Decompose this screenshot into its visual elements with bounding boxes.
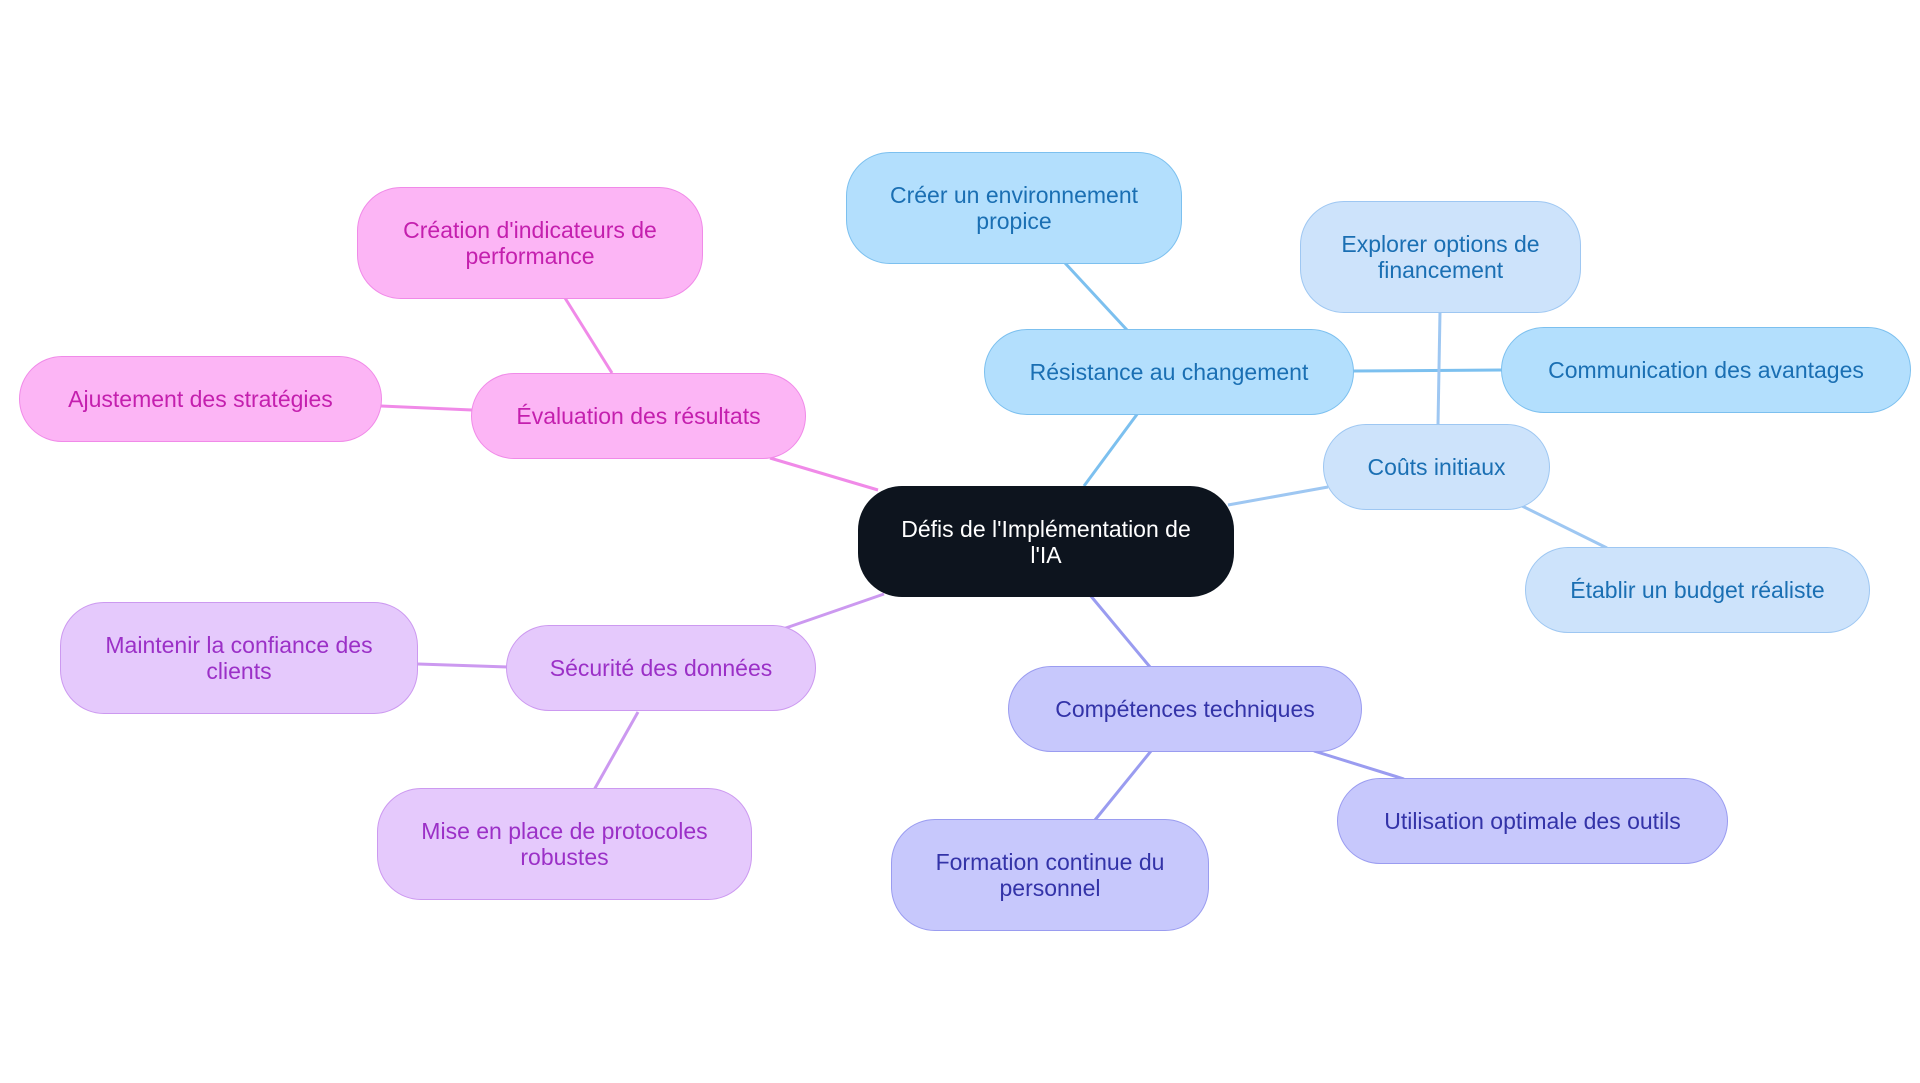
edge-resistance-env bbox=[1063, 261, 1129, 332]
root-label: Défis de l'Implémentation de l'IA bbox=[901, 515, 1191, 568]
branch-resistance[interactable]: Résistance au changement bbox=[984, 329, 1354, 415]
leaf-communication[interactable]: Communication des avantages bbox=[1501, 327, 1911, 413]
leaf-environnement[interactable]: Créer un environnement propice bbox=[846, 152, 1182, 264]
branch-evaluation[interactable]: Évaluation des résultats bbox=[471, 373, 806, 459]
leaf-ajustement[interactable]: Ajustement des stratégies bbox=[19, 356, 382, 442]
leaf-outils-label: Utilisation optimale des outils bbox=[1384, 808, 1681, 834]
edge-evaluation-indicateurs bbox=[563, 297, 614, 374]
leaf-financement-label: Explorer options de financement bbox=[1341, 231, 1540, 283]
branch-securite-label: Sécurité des données bbox=[549, 655, 773, 681]
leaf-protocoles-label: Mise en place de protocoles robustes bbox=[421, 818, 708, 870]
edge-couts-budget bbox=[1519, 503, 1608, 550]
leaf-communication-label: Communication des avantages bbox=[1548, 357, 1864, 383]
leaf-financement[interactable]: Explorer options de financement bbox=[1300, 201, 1581, 313]
leaf-outils[interactable]: Utilisation optimale des outils bbox=[1337, 778, 1728, 864]
edge-root-resistance bbox=[1082, 412, 1140, 487]
leaf-formation-label: Formation continue du personnel bbox=[935, 849, 1165, 901]
edge-couts-financement bbox=[1436, 311, 1442, 426]
leaf-ajustement-label: Ajustement des stratégies bbox=[68, 386, 333, 412]
edge-root-competences bbox=[1088, 594, 1152, 668]
branch-resistance-label: Résistance au changement bbox=[1029, 359, 1309, 385]
leaf-indicateurs-label: Création d'indicateurs de performance bbox=[403, 217, 657, 269]
edge-securite-protocoles bbox=[592, 711, 640, 791]
edge-root-securite bbox=[779, 592, 885, 632]
edge-competences-formation bbox=[1093, 750, 1153, 821]
leaf-budget[interactable]: Établir un budget réaliste bbox=[1525, 547, 1870, 633]
edge-root-couts bbox=[1227, 485, 1329, 507]
branch-evaluation-label: Évaluation des résultats bbox=[516, 403, 761, 429]
branch-competences[interactable]: Compétences techniques bbox=[1008, 666, 1362, 752]
edge-resistance-comm bbox=[1351, 368, 1503, 373]
branch-competences-label: Compétences techniques bbox=[1055, 696, 1315, 722]
branch-securite[interactable]: Sécurité des données bbox=[506, 625, 816, 711]
leaf-indicateurs[interactable]: Création d'indicateurs de performance bbox=[357, 187, 703, 299]
leaf-confiance[interactable]: Maintenir la confiance des clients bbox=[60, 602, 418, 714]
leaf-protocoles[interactable]: Mise en place de protocoles robustes bbox=[377, 788, 752, 900]
leaf-formation[interactable]: Formation continue du personnel bbox=[891, 819, 1209, 931]
edge-root-evaluation bbox=[769, 456, 879, 492]
leaf-budget-label: Établir un budget réaliste bbox=[1570, 577, 1825, 603]
edge-competences-outils bbox=[1313, 749, 1405, 781]
branch-couts[interactable]: Coûts initiaux bbox=[1323, 424, 1550, 510]
branch-couts-label: Coûts initiaux bbox=[1367, 454, 1506, 480]
root-node[interactable]: Défis de l'Implémentation de l'IA bbox=[858, 486, 1234, 597]
leaf-confiance-label: Maintenir la confiance des clients bbox=[105, 632, 373, 684]
leaf-environnement-label: Créer un environnement propice bbox=[889, 182, 1139, 234]
edge-securite-confiance bbox=[417, 662, 509, 669]
edge-evaluation-ajustement bbox=[379, 404, 473, 412]
